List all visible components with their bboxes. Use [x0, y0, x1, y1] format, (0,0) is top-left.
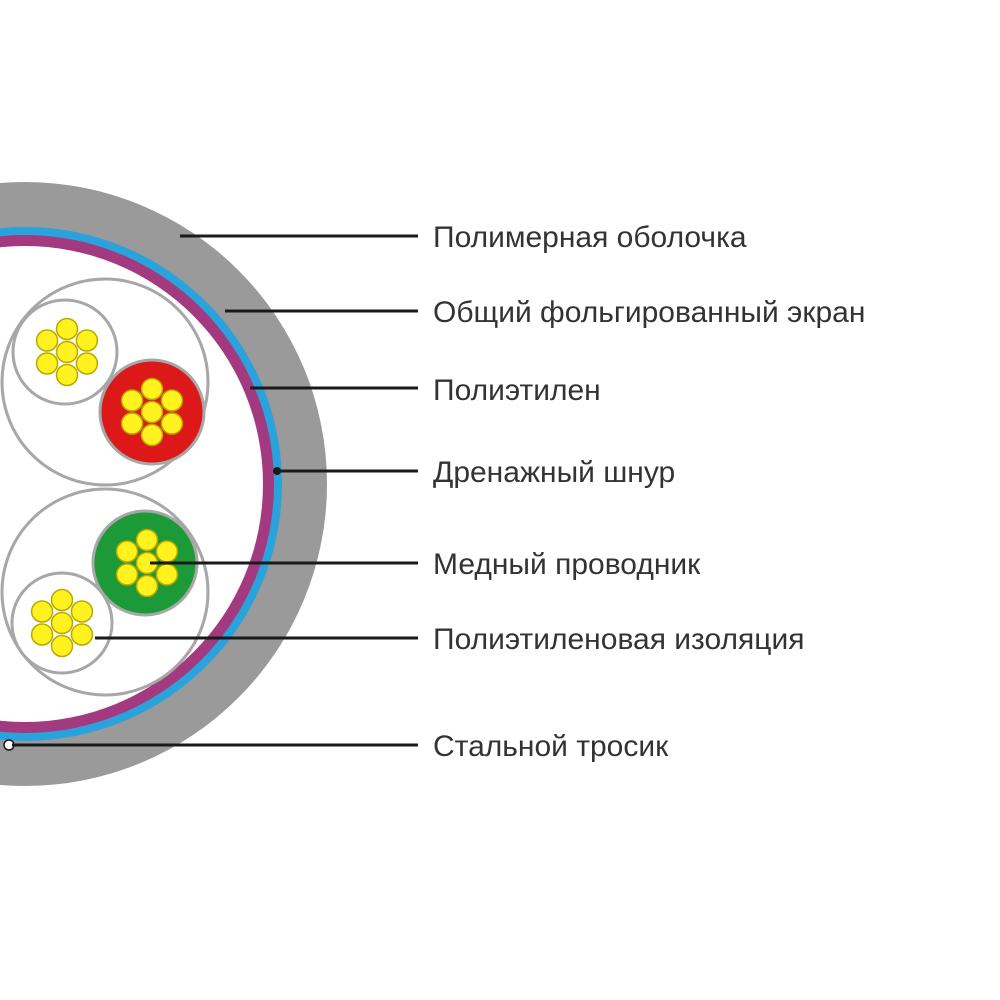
label-drain-wire: Дренажный шнур	[433, 456, 675, 489]
pair-outline	[0, 277, 210, 487]
copper-strand	[35, 352, 59, 375]
copper-strand	[75, 352, 99, 375]
cable-layers	[0, 182, 327, 786]
copper-strand	[70, 600, 94, 623]
copper-strand	[160, 412, 184, 435]
copper-strand	[75, 329, 99, 352]
copper-strand	[50, 634, 74, 658]
copper-strand	[135, 528, 159, 552]
copper-strand	[50, 611, 74, 635]
leader-lines	[12, 234, 418, 747]
copper-strand	[155, 540, 179, 563]
label-foil-screen: Общий фольгированный экран	[433, 296, 865, 329]
twisted-pair-top	[0, 277, 210, 487]
copper-strand	[155, 563, 179, 586]
label-copper-conductor: Медный проводник	[433, 548, 701, 581]
copper-strand	[55, 340, 79, 364]
copper-strand	[30, 623, 54, 646]
copper-strand	[55, 363, 79, 387]
copper-strand	[140, 400, 164, 424]
copper-strand	[35, 329, 59, 352]
copper-strand	[55, 317, 79, 341]
copper-strand	[120, 412, 144, 435]
copper-strand	[115, 540, 139, 563]
conductor-bundle	[30, 588, 94, 658]
label-polymer-sheath: Полимерная оболочка	[433, 221, 747, 254]
conductor-bundle	[115, 528, 179, 598]
copper-strand	[70, 623, 94, 646]
label-insulation: Полиэтиленовая изоляция	[433, 623, 804, 656]
copper-strand	[115, 563, 139, 586]
copper-strand	[30, 600, 54, 623]
label-polyethylene: Полиэтилен	[433, 374, 601, 407]
pair-outline	[0, 487, 210, 697]
labels: Полимерная оболочка Общий фольгированный…	[433, 221, 865, 763]
copper-strand	[135, 574, 159, 598]
copper-strand	[50, 588, 74, 612]
conductor-bundle	[35, 317, 99, 387]
label-steel-messenger: Стальной тросик	[433, 730, 669, 763]
copper-strand	[140, 423, 164, 447]
copper-strand	[140, 377, 164, 401]
conductor-bundle	[120, 377, 184, 447]
copper-strand	[160, 389, 184, 412]
copper-strand	[120, 389, 144, 412]
twisted-pair-bottom	[0, 487, 210, 697]
